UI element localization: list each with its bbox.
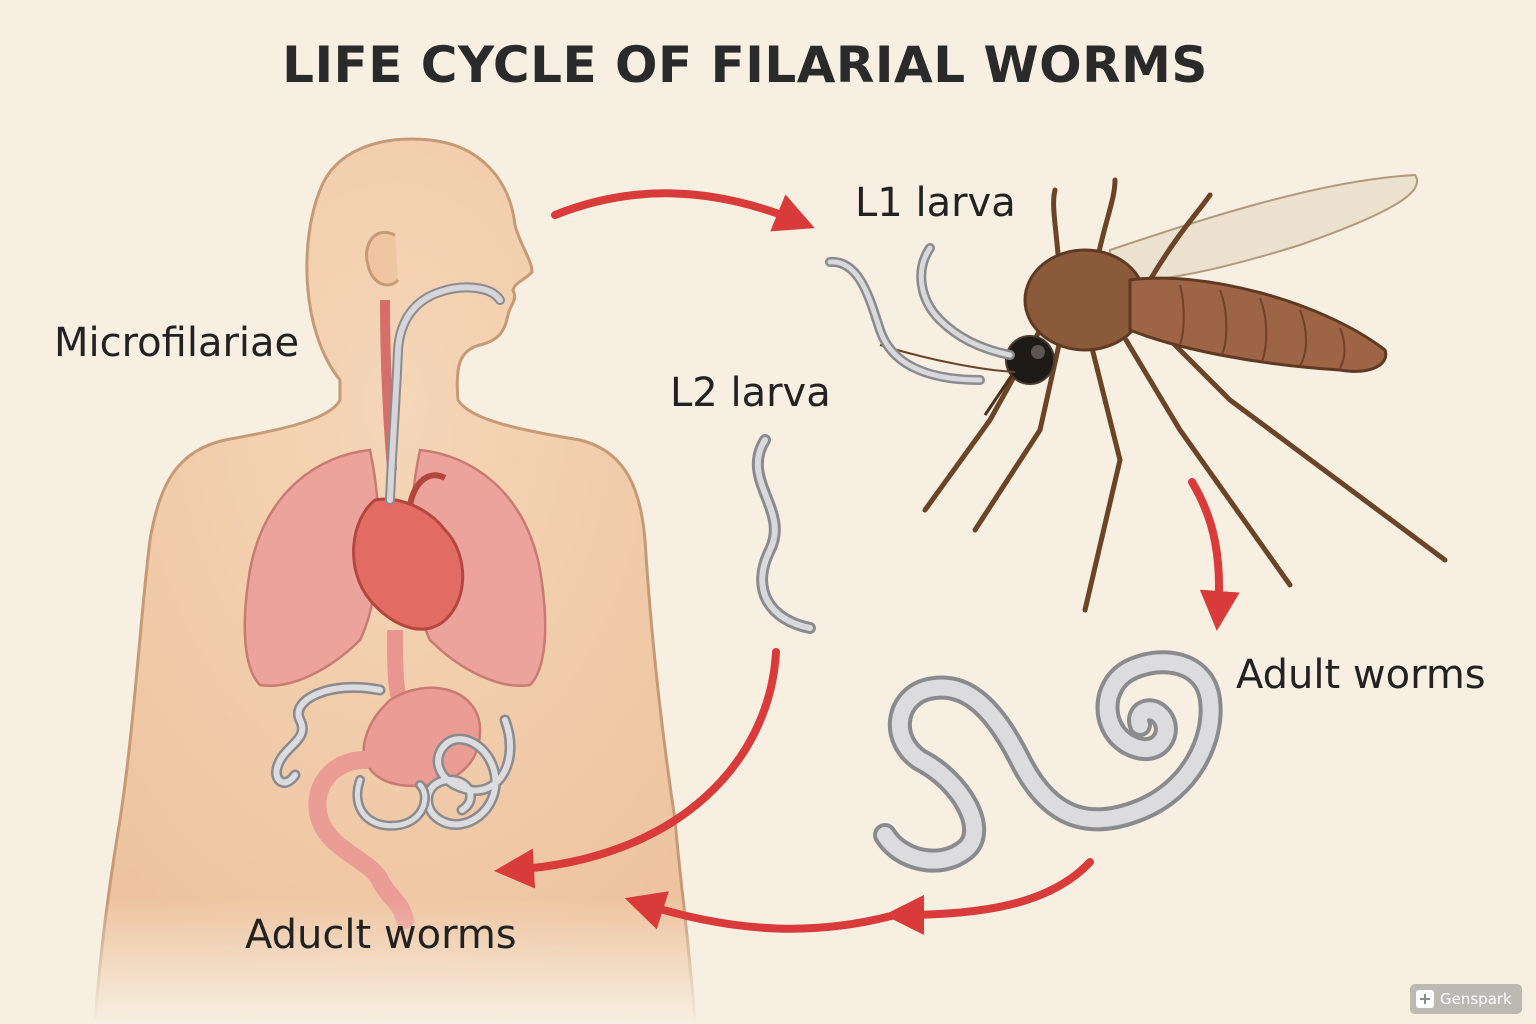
human-body bbox=[80, 137, 720, 1024]
l1-larva-worm-2 bbox=[918, 245, 1013, 358]
aorta bbox=[407, 472, 447, 506]
ear bbox=[365, 230, 400, 287]
arrow-human-to-mosquito bbox=[551, 189, 815, 232]
mosquito-head bbox=[1005, 335, 1055, 385]
mosquito-thorax bbox=[1023, 248, 1147, 352]
genspark-logo-icon bbox=[1416, 990, 1434, 1008]
mosquito-eye bbox=[1031, 345, 1045, 359]
label-adult-worms-left: Aduclt worms bbox=[245, 912, 517, 958]
heart bbox=[352, 497, 465, 631]
arrow-mid-to-body bbox=[624, 891, 899, 933]
intestine bbox=[308, 751, 414, 929]
arrow-mosquito-to-adult bbox=[1188, 478, 1240, 631]
adult-worms-right-art bbox=[873, 650, 1223, 873]
watermark-text: Genspark bbox=[1440, 990, 1512, 1008]
label-l1-larva: L1 larva bbox=[855, 180, 1016, 226]
mosquito-wing bbox=[1109, 173, 1418, 282]
l1-larva-worm bbox=[827, 259, 983, 383]
abdomen-segments bbox=[1179, 284, 1346, 369]
cycle-arrows bbox=[494, 189, 1240, 935]
label-l2-larva: L2 larva bbox=[670, 370, 831, 416]
label-adult-worms-right: Adult worms bbox=[1236, 652, 1486, 698]
mosquito-abdomen bbox=[1128, 276, 1388, 373]
diagram-title: LIFE CYCLE OF FILARIAL WORMS bbox=[282, 36, 1208, 94]
arrow-l2-to-body bbox=[494, 648, 780, 889]
mosquito-proboscis bbox=[983, 374, 1014, 416]
esophagus bbox=[387, 629, 408, 704]
mosquito bbox=[825, 173, 1448, 613]
body-fade bbox=[80, 900, 720, 1024]
l2-larva-worm bbox=[754, 437, 813, 631]
microfilaria-worm bbox=[387, 284, 503, 503]
adult-worms-in-body bbox=[271, 681, 516, 831]
label-microfilariae: Microfilariae bbox=[54, 320, 300, 366]
mosquito-legs bbox=[922, 177, 1448, 613]
genspark-watermark: Genspark bbox=[1410, 984, 1522, 1014]
arrow-adult-to-mid bbox=[884, 858, 1094, 935]
